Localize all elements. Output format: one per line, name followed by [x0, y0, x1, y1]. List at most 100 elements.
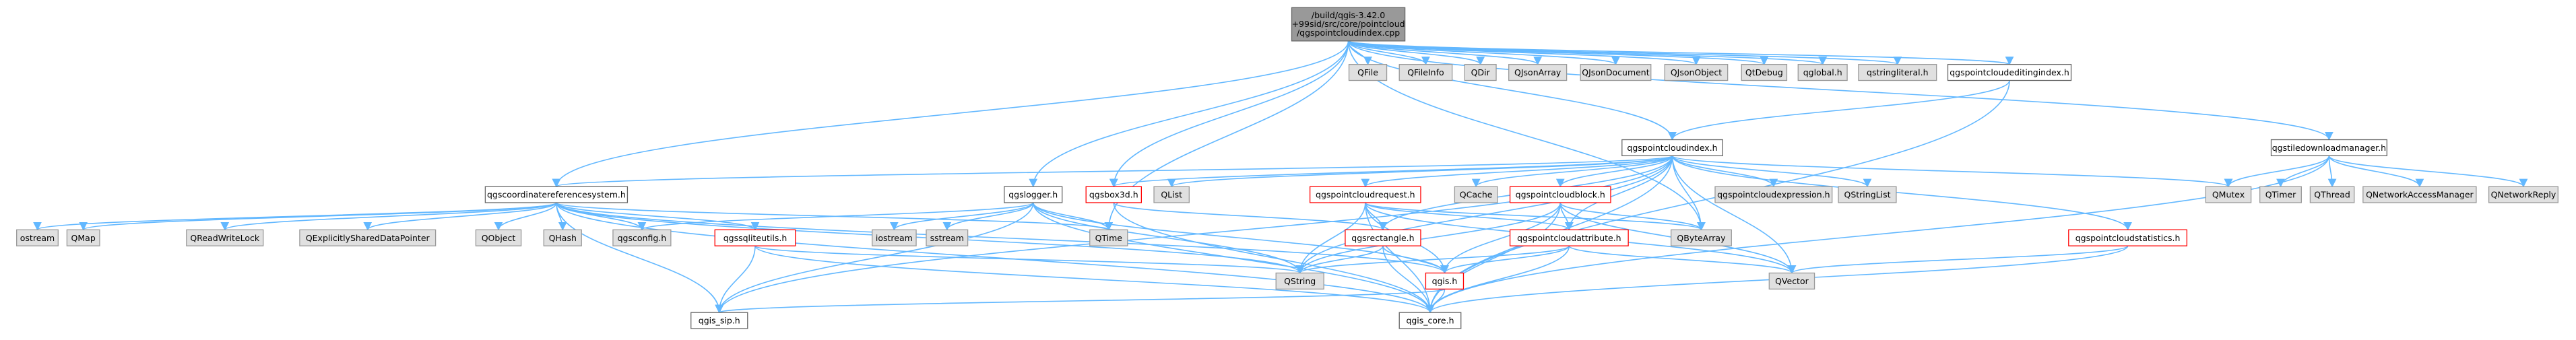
node-qtime-label: QTime [1095, 233, 1123, 243]
edge-pcindex-to-qlist [1167, 155, 1673, 188]
edge-rect-to-core [1382, 246, 1435, 314]
node-qstringliteral: qstringliteral.h [1858, 64, 1937, 81]
node-qtdebug: QtDebug [1741, 64, 1788, 81]
node-qjsondocument-box [1580, 64, 1652, 81]
node-editingindex[interactable]: qgspointcloudeditingindex.h [1947, 64, 2072, 81]
edges-layer [33, 40, 2528, 314]
node-core-box [1398, 312, 1462, 329]
node-core[interactable]: qgis_core.h [1398, 312, 1462, 329]
node-qnetreply-label: QNetworkReply [2491, 190, 2556, 200]
node-rect-box [1345, 229, 1421, 246]
node-editingindex-label: qgspointcloudeditingindex.h [1950, 67, 2069, 77]
edge-logger-to-qstring [1032, 202, 1304, 274]
node-request-label: qgspointcloudrequest.h [1316, 190, 1415, 200]
edge-block-to-qbytearray [1559, 202, 1706, 231]
node-qnam-box [2362, 186, 2477, 203]
edge-crs-to-qobject [494, 202, 557, 231]
edge-tiledownload-to-qthread [2327, 156, 2337, 188]
node-qvector-label: QVector [1775, 276, 1809, 286]
node-qjsondocument-label: QJsonDocument [1582, 67, 1649, 77]
node-qstring: QString [1275, 272, 1324, 290]
node-qtdebug-box [1741, 64, 1788, 81]
node-qfileinfo: QFileInfo [1398, 64, 1453, 81]
node-qhash-box [543, 229, 582, 246]
edge-logger-to-qtime [1032, 202, 1114, 231]
node-rect[interactable]: qgsrectangle.h [1345, 229, 1421, 246]
node-stats-box [2068, 229, 2188, 246]
node-qjsonobject: QJsonObject [1664, 64, 1729, 81]
edge-crs-to-qesdp [363, 202, 557, 231]
node-tiledownload-label: qgstiledownloadmanager.h [2272, 143, 2386, 153]
node-sip-label: qgis_sip.h [699, 316, 740, 326]
edge-crs-to-sip [556, 202, 724, 314]
edge-tiledownload-to-qnetreply [2328, 155, 2528, 188]
edge-root-to-qjsondocument [1347, 40, 1620, 65]
edge-attribute-to-qvector [1568, 245, 1797, 274]
node-sstream-label: sstream [930, 233, 964, 243]
edge-crs-to-ostream [33, 202, 557, 231]
node-qdir-label: QDir [1471, 67, 1491, 77]
node-qthread-box [2309, 186, 2355, 203]
node-ostream-box [16, 229, 59, 246]
node-attribute-label: qgspointcloudattribute.h [1517, 233, 1621, 243]
node-qstring-label: QString [1284, 276, 1316, 286]
edge-root-to-pcindex [1347, 40, 1677, 141]
node-sip-box [690, 312, 748, 329]
edge-request-to-qbytearray [1364, 202, 1706, 231]
node-qmap-box [66, 229, 100, 246]
node-qmap-label: QMap [71, 233, 96, 243]
node-qfileinfo-box [1398, 64, 1453, 81]
node-qmutex-label: QMutex [2212, 190, 2245, 200]
edge-qgis-to-core [1425, 289, 1446, 314]
edge-qgis-to-sip [715, 288, 1446, 314]
edge-root-to-editingindex [1347, 40, 2014, 65]
node-stats[interactable]: qgspointcloudstatistics.h [2068, 229, 2188, 246]
node-qdir: QDir [1464, 64, 1497, 81]
node-qtimer-label: QTimer [2265, 190, 2296, 200]
node-qgsconfig-label: qgsconfig.h [618, 233, 667, 243]
edge-request-to-qstring [1295, 202, 1366, 274]
edge-tiledownload-to-qmutex [2224, 156, 2330, 188]
node-sqlite-box [714, 229, 796, 246]
node-attribute[interactable]: qgspointcloudattribute.h [1509, 229, 1629, 246]
node-qthread: QThread [2309, 186, 2355, 203]
node-qgis[interactable]: qgis.h [1425, 272, 1464, 290]
edge-pcindex-to-box3d [1109, 155, 1673, 188]
root-title-line-1: /build/qgis-3.42.0 [1312, 10, 1385, 20]
node-ostream-label: ostream [20, 233, 55, 243]
edge-attribute-to-qgis [1440, 245, 1570, 274]
edge-root-to-qdir [1347, 40, 1485, 65]
node-iostream: iostream [872, 229, 917, 246]
node-request-box [1309, 186, 1421, 203]
node-qcache-box [1454, 186, 1498, 203]
node-sip[interactable]: qgis_sip.h [690, 312, 748, 329]
node-qstringlist-box [1838, 186, 1897, 203]
edge-root-to-box3d [1109, 40, 1349, 188]
node-qtime-box [1089, 229, 1128, 246]
edge-pcindex-to-crs [552, 155, 1673, 188]
edge-attribute-to-qstring [1295, 245, 1570, 274]
edge-logger-to-core [1032, 202, 1435, 314]
node-crs[interactable]: qgscoordinatereferencesystem.h [484, 186, 629, 203]
node-qglobal: qglobal.h [1797, 64, 1848, 81]
node-block[interactable]: qgspointcloudblock.h [1509, 186, 1611, 203]
node-qtimer-box [2259, 186, 2302, 203]
node-request[interactable]: qgspointcloudrequest.h [1309, 186, 1421, 203]
edge-pcindex-to-stats [1671, 156, 2132, 231]
edge-crs-to-qmap [79, 202, 557, 231]
node-qstring-box [1275, 272, 1324, 290]
edge-block-to-qstring [1295, 202, 1561, 274]
node-tiledownload[interactable]: qgstiledownloadmanager.h [2270, 139, 2387, 156]
node-qfileinfo-label: QFileInfo [1407, 67, 1444, 77]
node-root[interactable]: /build/qgis-3.42.0+99sid/src/core/pointc… [1291, 7, 1406, 42]
node-qstringlist: QStringList [1838, 186, 1897, 203]
node-qesdp: QExplicitlySharedDataPointer [299, 229, 437, 246]
edge-request-to-core [1364, 202, 1435, 314]
edge-sqlite-to-core [754, 245, 1435, 314]
node-pcindex[interactable]: qgspointcloudindex.h [1621, 139, 1723, 156]
node-sqlite[interactable]: qgssqliteutils.h [714, 229, 796, 246]
node-box3d[interactable]: qgsbox3d.h [1085, 186, 1142, 203]
node-core-label: qgis_core.h [1406, 316, 1454, 326]
node-qjsondocument: QJsonDocument [1580, 64, 1652, 81]
node-logger[interactable]: qgslogger.h [1004, 186, 1063, 203]
